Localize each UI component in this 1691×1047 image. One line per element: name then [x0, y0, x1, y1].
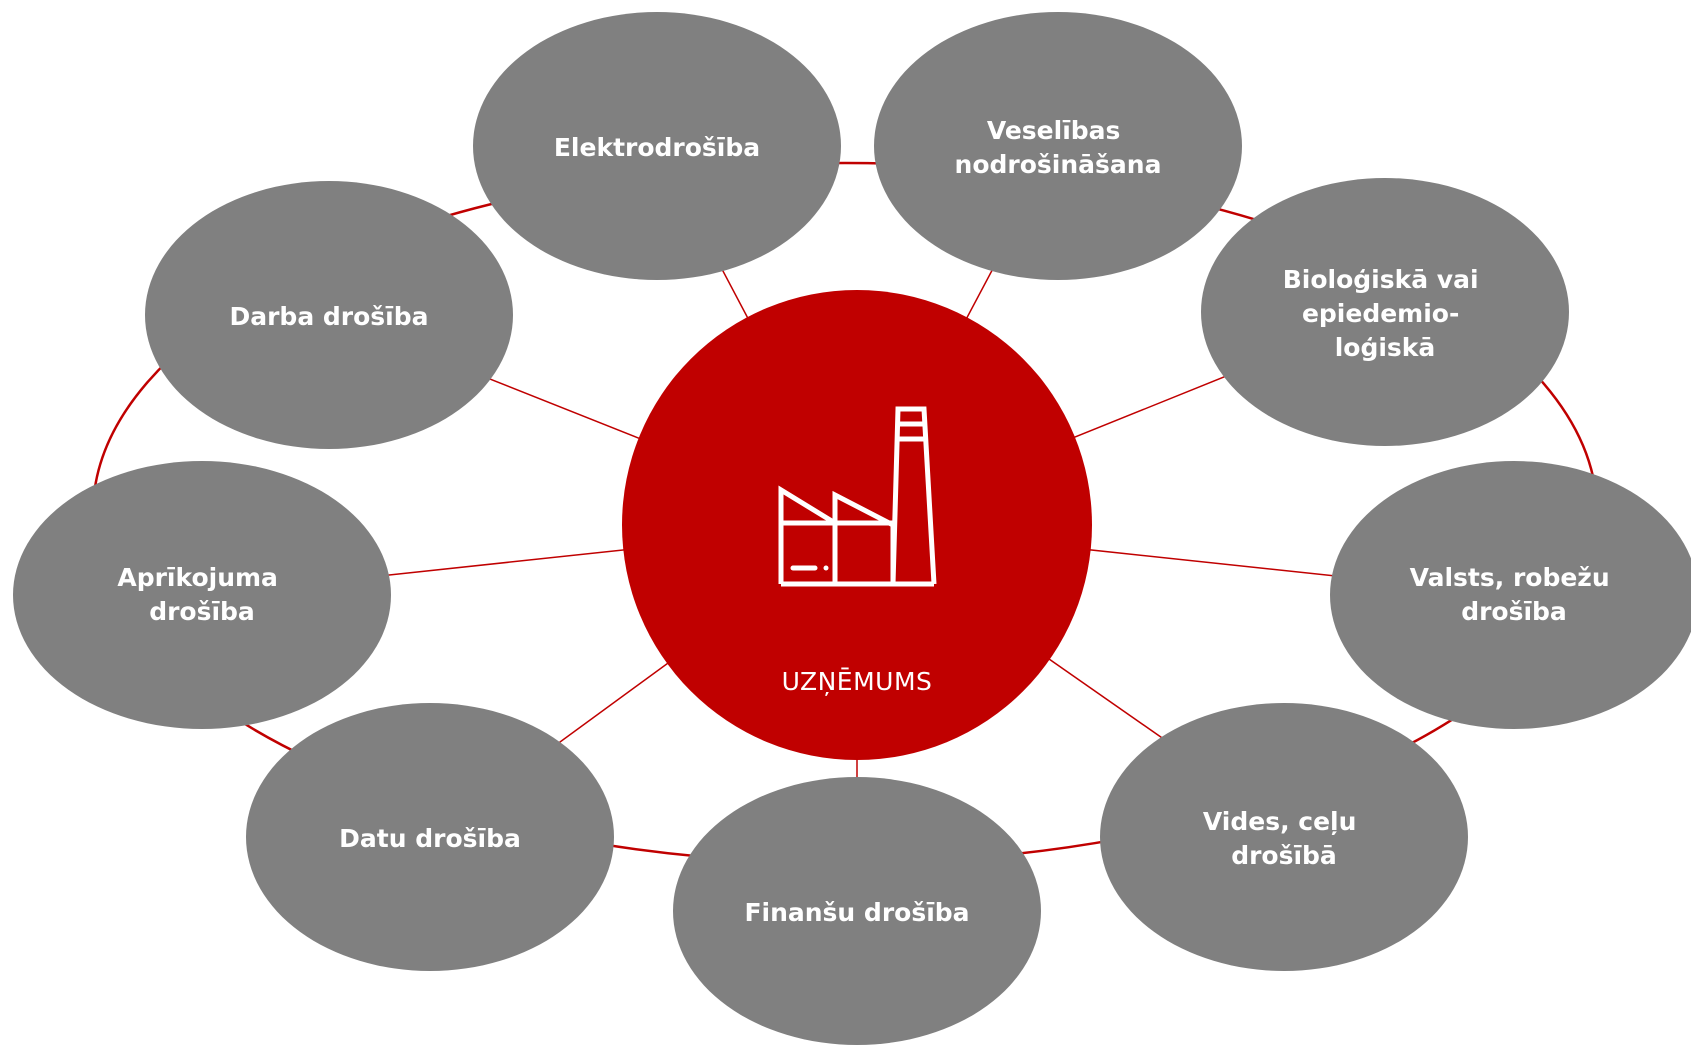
- node-ellipse: [673, 777, 1041, 1045]
- node-label-line: Datu drošība: [339, 824, 521, 853]
- node-ellipse: [874, 12, 1242, 280]
- node-label-line: Bioloģiskā vai: [1283, 265, 1479, 294]
- node-label: Aprīkojuma drošība: [117, 563, 286, 626]
- node-label-line: drošībā: [1231, 841, 1337, 870]
- node-label: Finanšu drošība: [744, 898, 969, 927]
- node-label-line: Aprīkojuma: [117, 563, 278, 592]
- node-vides: Vides, ceļu drošībā: [1100, 703, 1468, 971]
- node-aprikojuma: Aprīkojuma drošība: [13, 461, 391, 729]
- node-label-line: Finanšu drošība: [744, 898, 969, 927]
- factory-icon: [778, 406, 937, 587]
- node-label: Darba drošība: [229, 302, 428, 331]
- node-ellipse: [246, 703, 614, 971]
- node-label: Valsts, robežu drošība: [1410, 563, 1619, 626]
- node-label-line: Darba drošība: [229, 302, 428, 331]
- node-label: Vides, ceļu drošībā: [1203, 807, 1365, 870]
- center-label: UZŅĒMUMS: [782, 667, 933, 696]
- node-label-line: Veselības: [987, 116, 1121, 145]
- node-label-line: drošība: [1461, 597, 1567, 626]
- node-finansu: Finanšu drošība: [673, 777, 1041, 1045]
- center-label-text: UZŅĒMUMS: [782, 667, 933, 696]
- node-label-line: drošība: [149, 597, 255, 626]
- node-datu: Datu drošība: [246, 703, 614, 971]
- node-label-line: Elektrodrošība: [554, 133, 760, 162]
- node-label: Veselības nodrošināšana: [955, 116, 1162, 179]
- node-ellipse: [1201, 178, 1569, 446]
- node-label-line: epiedemio-: [1302, 299, 1459, 328]
- node-label-line: nodrošināšana: [955, 150, 1162, 179]
- node-ellipse: [1330, 461, 1691, 729]
- node-veselibas: Veselības nodrošināšana: [874, 12, 1242, 280]
- node-ellipse: [1100, 703, 1468, 971]
- node-ellipse: [145, 181, 513, 449]
- node-valsts: Valsts, robežu drošība: [1330, 461, 1691, 729]
- node-label-line: Valsts, robežu: [1410, 563, 1610, 592]
- node-elektrodrosiba: Elektrodrošība: [473, 12, 841, 280]
- node-label: Elektrodrošība: [554, 133, 760, 162]
- node-ellipse: [13, 461, 391, 729]
- node-label-line: Vides, ceļu: [1203, 807, 1357, 836]
- node-label: Bioloģiskā vai epiedemio- loģiskā: [1283, 265, 1488, 362]
- node-ellipse: [473, 12, 841, 280]
- center-node: UZŅĒMUMS: [622, 290, 1092, 760]
- node-darba: Darba drošība: [145, 181, 513, 449]
- node-label: Datu drošība: [339, 824, 521, 853]
- node-biologiska: Bioloģiskā vai epiedemio- loģiskā: [1201, 178, 1569, 446]
- node-label-line: loģiskā: [1335, 333, 1436, 362]
